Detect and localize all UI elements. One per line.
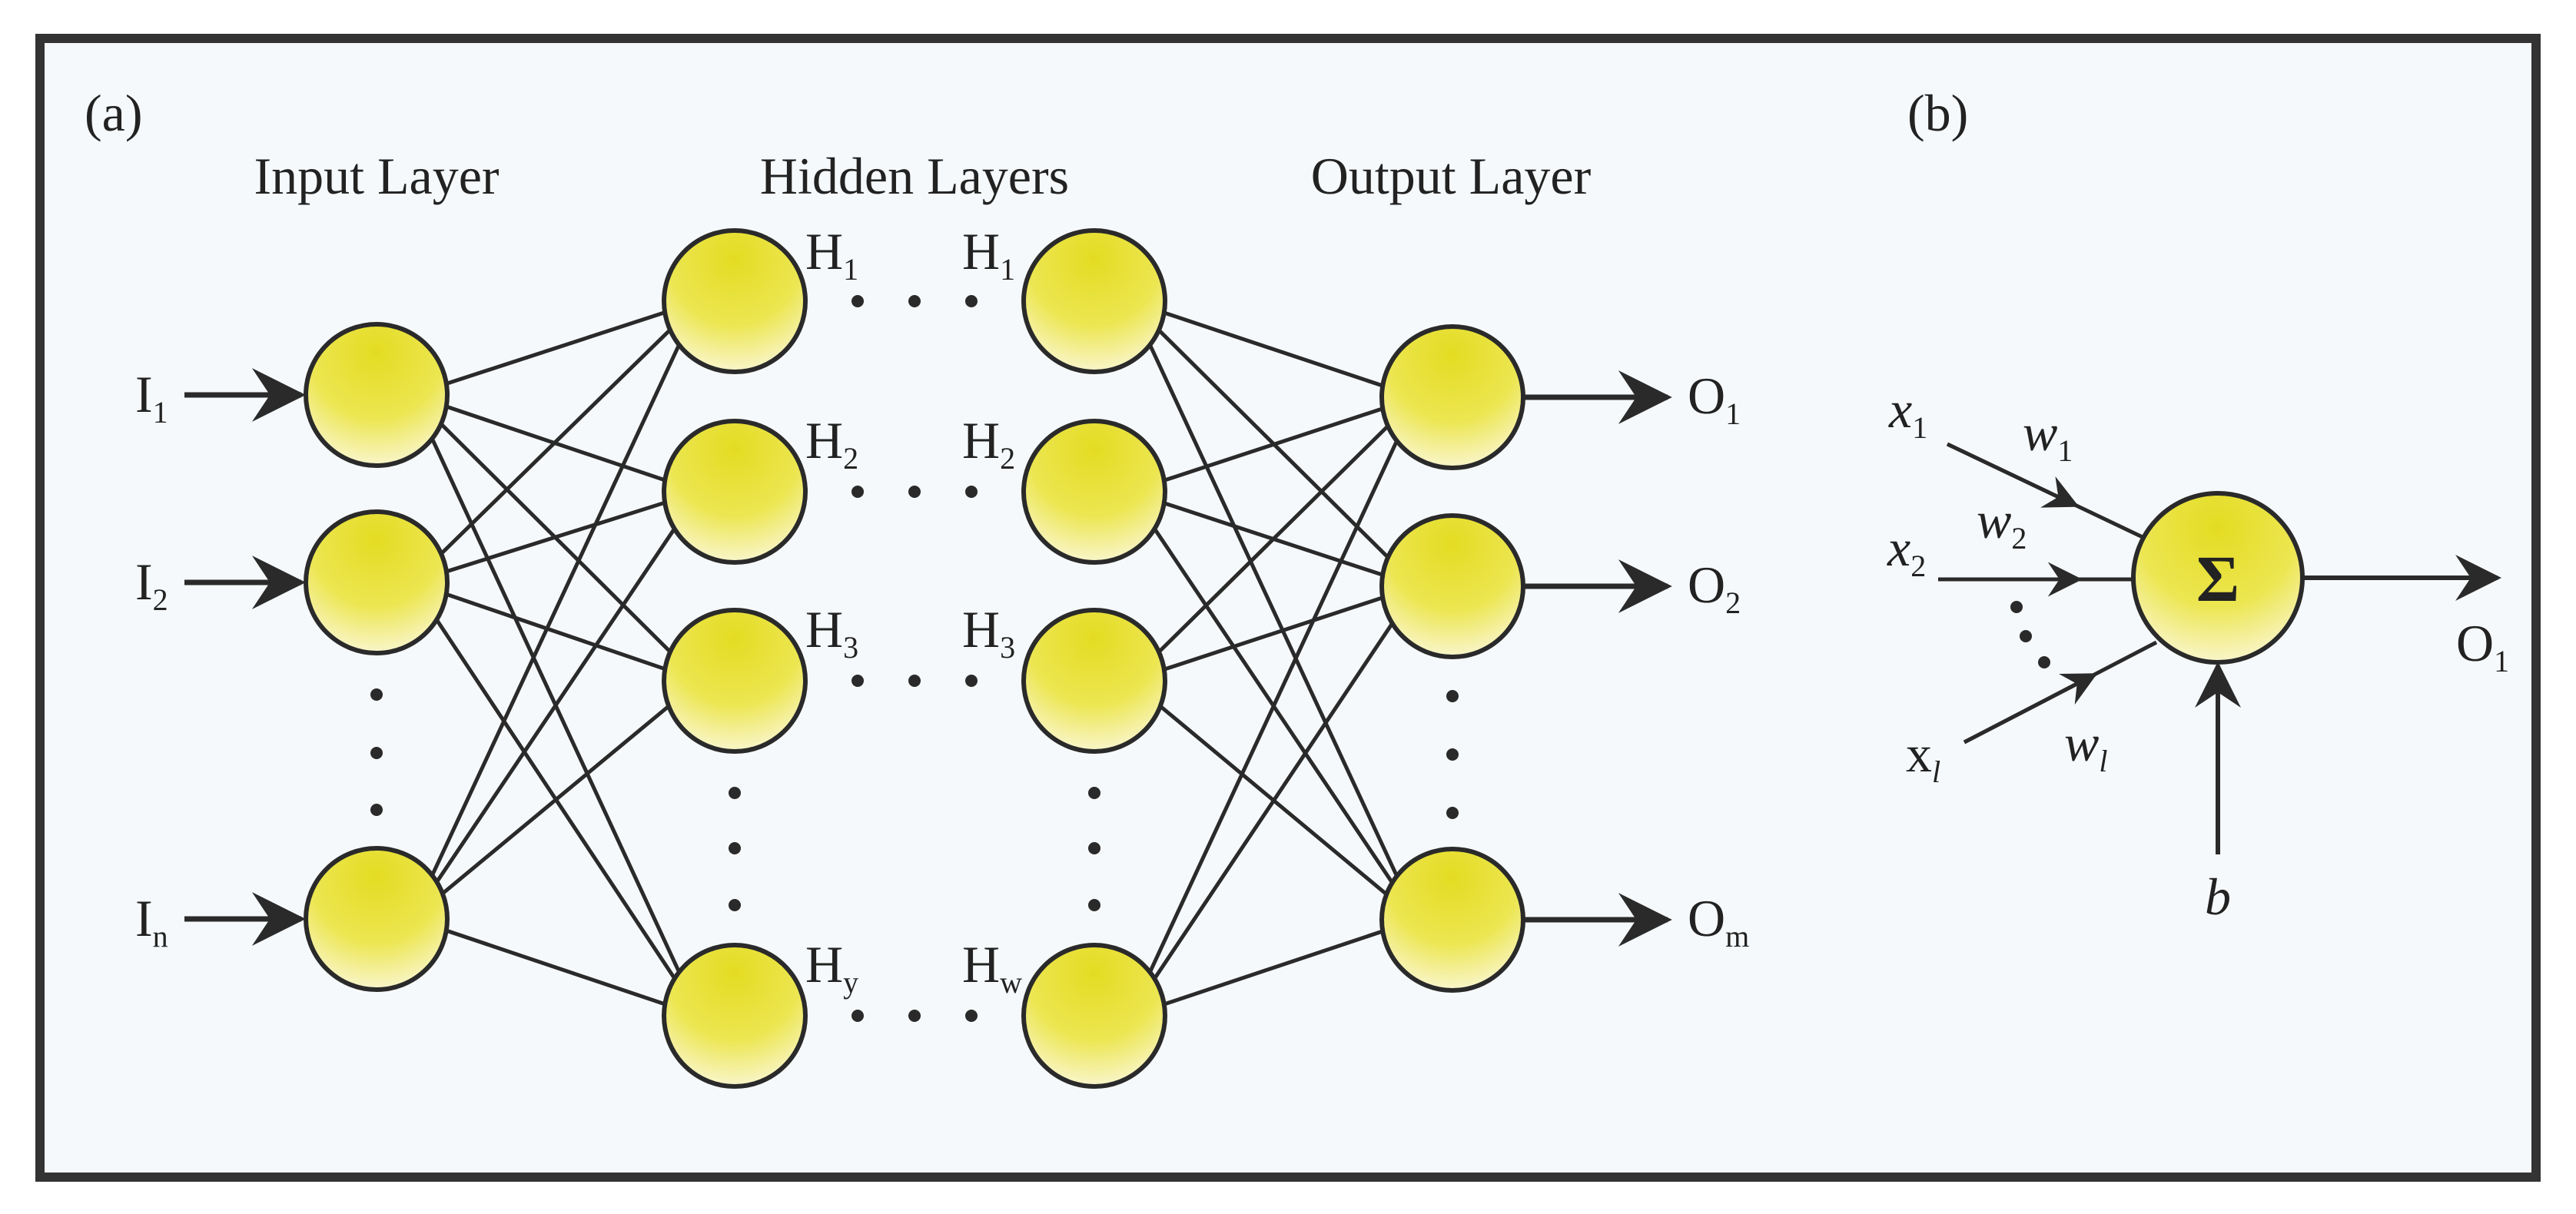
hidden-output-edge-0-2 (1127, 300, 1419, 921)
hidden-first-node-y (662, 943, 808, 1089)
neuron-output-label: O1 (2456, 614, 2509, 678)
neuron-bias-label: b (2205, 867, 2231, 926)
input-ellipsis (370, 688, 383, 816)
hidden-first-node-1 (662, 228, 808, 374)
input-hidden-edge-1-1 (411, 489, 700, 585)
hidden-output-edge-1-0 (1129, 395, 1418, 494)
summation-node (2131, 491, 2305, 665)
hidden-last-node-1 (1021, 228, 1167, 374)
panel-a-tag: (a) (85, 84, 142, 142)
hidden-last-ellipsis (1088, 787, 1100, 911)
panel-b-tag: (b) (1907, 84, 1968, 142)
input-hidden-edge-1-0 (410, 300, 701, 584)
input-node-n (304, 846, 450, 992)
hidden-output-edge-2-0 (1128, 396, 1419, 682)
hidden-last-label-1: H1 (962, 222, 1015, 287)
neuron-weight-arrow-1 (1946, 442, 2080, 508)
output-ellipsis (1446, 690, 1459, 819)
input-layer-nodes (304, 322, 450, 992)
neuron-weight-label-l: wl (2064, 714, 2107, 778)
input-label-1: I1 (135, 365, 168, 430)
summation-symbol: Σ (2196, 542, 2239, 615)
input-arrows (184, 368, 306, 946)
hidden-ellipsis-row-4 (851, 1010, 978, 1022)
output-label-1: O1 (1688, 367, 1741, 431)
output-arrows (1525, 370, 1672, 947)
hidden-first-label-1: H1 (805, 222, 858, 287)
connections (410, 299, 1419, 1018)
neuron-input-label-l: xl (1906, 725, 1940, 789)
input-hidden-edge-1-2 (411, 580, 700, 683)
output-label-m: Om (1688, 889, 1749, 954)
input-label-2: I2 (135, 552, 168, 617)
output-node-m (1379, 847, 1525, 993)
hidden-output-edge-3-2 (1129, 917, 1418, 1018)
input-hidden-edge-0-0 (411, 299, 700, 397)
hidden-ellipsis-row-2 (851, 486, 978, 498)
hidden-layers-header: Hidden Layers (760, 147, 1069, 205)
output-layer-nodes (1379, 324, 1525, 993)
hidden-last-node-3 (1021, 608, 1167, 754)
hidden-layer-first-nodes (662, 228, 808, 1089)
output-layer-header: Output Layer (1311, 147, 1592, 205)
neuron-input-ellipsis (2010, 601, 2050, 668)
output-label-2: O2 (1688, 556, 1741, 620)
neuron-input-label-2: x2 (1887, 519, 1926, 583)
hidden-first-node-2 (662, 419, 808, 565)
hidden-first-ellipsis (729, 787, 741, 911)
figure-frame (35, 34, 2541, 1182)
hidden-first-label-y: Hy (805, 935, 858, 1000)
input-node-2 (304, 509, 450, 655)
input-label-n: In (135, 889, 168, 954)
hidden-output-edge-3-1 (1127, 585, 1419, 1017)
hidden-output-edge-3-0 (1127, 396, 1419, 1017)
hidden-output-edge-0-0 (1129, 299, 1418, 400)
neuron-diagram: Σ x1 x2 xl w1 w2 wl b O1 (1887, 380, 2509, 926)
hidden-last-label-3: H3 (962, 600, 1015, 665)
neuron-weight-arrow-l (1963, 672, 2098, 745)
output-node-2 (1379, 513, 1525, 659)
hidden-first-node-3 (662, 608, 808, 754)
hidden-layer-last-nodes (1021, 228, 1167, 1089)
neuron-weight-label-2: w2 (1977, 491, 2027, 556)
input-hidden-edge-2-0 (410, 300, 702, 920)
output-node-1 (1379, 324, 1525, 470)
ellipsis-dots (370, 295, 2050, 1022)
neuron-weight-label-1: w1 (2023, 403, 2073, 468)
hidden-first-label-2: H2 (805, 411, 858, 476)
hidden-last-label-w: Hw (962, 935, 1022, 1000)
input-hidden-edge-2-1 (410, 490, 702, 920)
hidden-output-edge-2-1 (1129, 584, 1418, 683)
input-hidden-edge-2-2 (410, 679, 701, 920)
input-node-1 (304, 322, 450, 468)
input-hidden-edge-2-3 (411, 917, 700, 1018)
hidden-ellipsis-row-1 (851, 295, 978, 307)
hidden-last-node-w (1021, 943, 1167, 1089)
neuron-input-label-1: x1 (1888, 380, 1927, 445)
hidden-last-node-2 (1021, 419, 1167, 565)
hidden-ellipsis-row-3 (851, 675, 978, 687)
hidden-last-label-2: H2 (962, 411, 1015, 476)
hidden-first-label-3: H3 (805, 600, 858, 665)
input-layer-header: Input Layer (254, 147, 499, 205)
